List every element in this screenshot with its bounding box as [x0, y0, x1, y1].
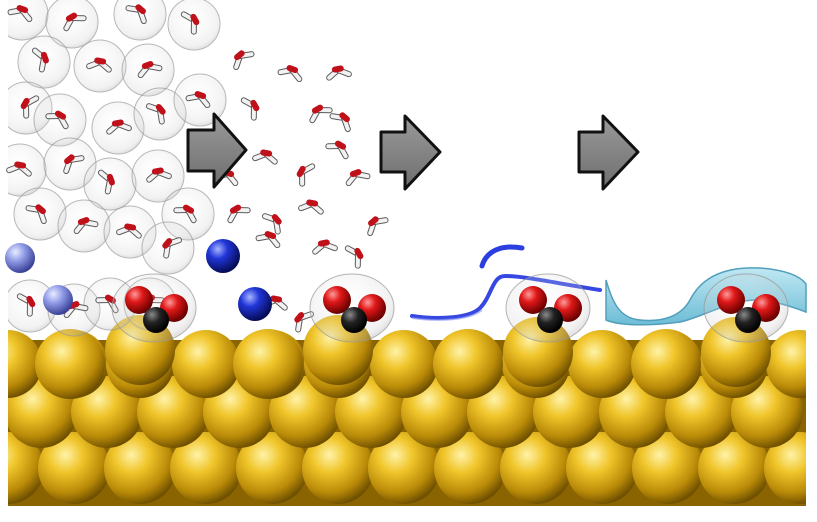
gold-atom	[370, 330, 438, 398]
water-molecule	[255, 231, 281, 249]
water-molecule	[298, 199, 324, 215]
cation	[5, 243, 35, 273]
water-molecule	[312, 239, 338, 255]
water-molecule	[146, 167, 172, 183]
gold-atom	[631, 329, 701, 399]
carbon-atom	[341, 307, 367, 333]
water-molecule	[252, 149, 278, 165]
co2-molecules	[111, 273, 789, 343]
gold-atom	[632, 432, 704, 504]
water-molecules	[6, 4, 211, 319]
cation	[238, 287, 272, 321]
arrow-right-icon	[577, 114, 640, 191]
co2-molecule	[505, 273, 591, 343]
gold-surface	[0, 315, 817, 522]
oxygen-atom	[717, 286, 745, 314]
gold-atom	[434, 432, 506, 504]
water-molecule	[296, 163, 316, 187]
edge-mask	[0, 506, 817, 522]
water-molecule	[20, 95, 40, 119]
gold-atom	[0, 432, 44, 504]
water-molecule	[325, 140, 349, 160]
carbon-atom	[143, 307, 169, 333]
gold-atom	[764, 432, 817, 504]
gold-atom	[433, 329, 503, 399]
transition-arrows	[186, 112, 640, 191]
edge-mask	[0, 0, 8, 340]
water-molecule	[173, 204, 197, 224]
water-molecule	[233, 50, 255, 71]
water-molecule	[97, 169, 115, 195]
water-molecule	[45, 110, 69, 130]
gold-atom	[0, 330, 42, 398]
water-molecule	[185, 91, 211, 109]
gold-atom	[233, 329, 303, 399]
water-molecule	[294, 311, 315, 333]
gold-atom	[302, 432, 374, 504]
gold-atom	[368, 432, 440, 504]
water-molecule	[309, 104, 333, 124]
water-molecule	[73, 217, 99, 235]
gold-atom	[35, 329, 105, 399]
water-molecule	[326, 65, 352, 81]
water-molecule	[145, 103, 166, 125]
water-molecule	[7, 5, 33, 23]
oxygen-atom	[125, 286, 153, 314]
carbon-atom	[735, 307, 761, 333]
water-molecule	[25, 204, 47, 225]
water-molecule	[227, 204, 251, 224]
water-molecule	[261, 213, 282, 235]
arrow-right-icon	[379, 114, 442, 191]
water-molecule	[329, 112, 351, 133]
gold-atom	[568, 330, 636, 398]
panel-2-explicit-water	[206, 50, 389, 333]
water-molecule	[63, 301, 89, 319]
water-molecule	[277, 65, 303, 83]
gold-atom	[104, 432, 176, 504]
co2-molecule	[703, 273, 789, 343]
water-molecule	[6, 161, 32, 177]
solvation-shell	[73, 39, 127, 93]
co2-molecule	[111, 273, 197, 343]
gold-atom	[236, 432, 308, 504]
edge-mask	[806, 330, 817, 522]
water-molecule	[162, 237, 183, 259]
water-molecule	[137, 61, 163, 79]
edge-mask	[0, 330, 8, 522]
water-molecule	[16, 293, 36, 317]
water-molecule	[344, 245, 364, 269]
arrow-right-icon	[186, 112, 248, 189]
oxygen-atom	[323, 286, 351, 314]
co2-molecule	[309, 273, 395, 343]
water-molecule	[180, 11, 200, 35]
cation-density-contour-upper	[479, 244, 525, 269]
water-molecule	[63, 12, 87, 32]
carbon-atom	[537, 307, 563, 333]
gold-atom	[38, 432, 110, 504]
gold-atom	[170, 432, 242, 504]
water-molecule	[367, 216, 389, 237]
solvation-shell	[131, 149, 185, 203]
water-molecule	[31, 47, 49, 73]
water-molecule	[345, 169, 371, 187]
gold-atom	[172, 330, 240, 398]
cation	[43, 285, 73, 315]
cations	[5, 243, 73, 315]
gold-atom	[500, 432, 572, 504]
water-molecule	[63, 154, 85, 175]
water-molecule	[240, 97, 260, 121]
water-molecule	[106, 119, 132, 135]
cations	[206, 239, 272, 321]
water-molecule	[116, 223, 142, 239]
cation	[206, 239, 240, 273]
water-molecule	[125, 4, 147, 25]
water-molecules	[213, 50, 389, 333]
gold-atom	[698, 432, 770, 504]
cation-density-contour-faint	[411, 309, 483, 321]
water-molecule	[86, 57, 112, 73]
gold-atom	[766, 330, 817, 398]
oxygen-atom	[519, 286, 547, 314]
gold-atom	[566, 432, 638, 504]
